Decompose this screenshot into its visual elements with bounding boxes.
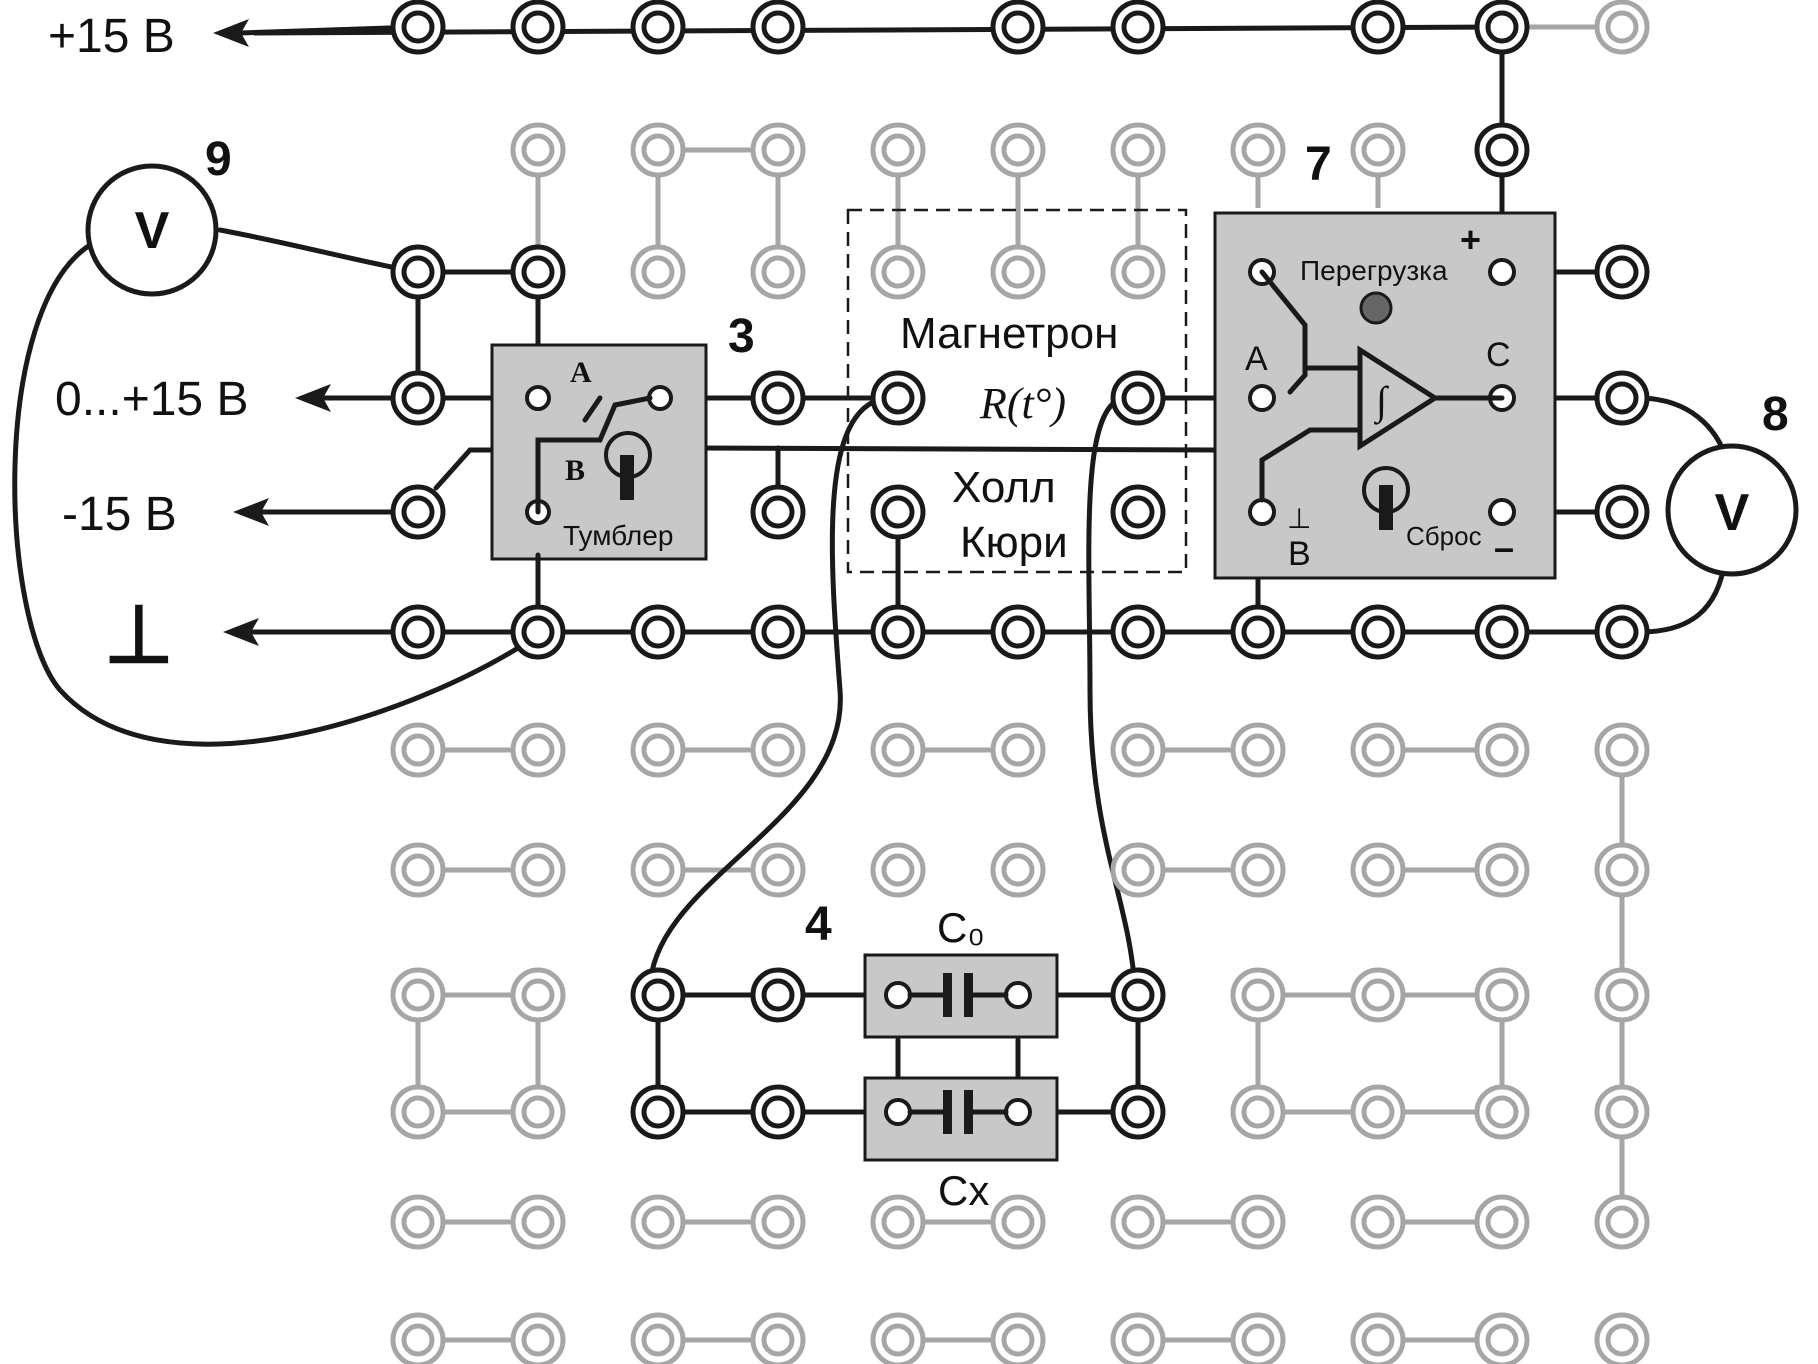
label-hall: Холл	[952, 463, 1056, 512]
integrator-c-label: C	[1486, 336, 1511, 374]
capacitor-module-cx	[863, 1076, 1059, 1162]
label-cap-cx: Cx	[938, 1167, 989, 1214]
integrator-plus-label: +	[1460, 219, 1481, 260]
label-zero15: 0...+15 В	[55, 373, 248, 426]
integrator-triangle-icon	[1357, 345, 1440, 451]
voltmeter-9: V	[85, 163, 219, 297]
voltmeter-icon	[1665, 443, 1799, 577]
integral-sign: ∫	[1373, 378, 1390, 425]
ground-symbol: ⊥	[104, 590, 174, 679]
toggle-name-label: Тумблер	[563, 520, 673, 551]
toggle-contact-b-label: B	[565, 454, 585, 487]
toggle-contact-a-label: A	[570, 356, 592, 389]
voltmeter-9-letter: V	[135, 202, 170, 260]
reset-label: Сброс	[1406, 521, 1482, 551]
capacitor-module-c0	[863, 953, 1059, 1039]
overload-label: Перегрузка	[1300, 255, 1448, 286]
label-curie: Кюри	[960, 518, 1068, 567]
label-num4: 4	[805, 898, 832, 951]
cables	[12, 227, 1728, 993]
toggle-module: A B Тумблер	[490, 343, 708, 635]
capacitor-icon	[943, 1090, 952, 1134]
integrator-a-label: A	[1245, 340, 1268, 378]
capacitor-icon	[943, 973, 952, 1017]
label-magnetron: Магнетрон	[900, 309, 1118, 358]
voltmeter-8: V	[1665, 443, 1799, 577]
integrator-ground-label: ⊥	[1287, 503, 1311, 534]
label-num8: 8	[1762, 388, 1789, 441]
label-num9: 9	[205, 133, 232, 186]
label-num3: 3	[728, 310, 755, 363]
label-cap-c0: C₀	[937, 904, 985, 951]
integrator-minus-label: –	[1494, 527, 1514, 568]
label-plus15: +15 В	[48, 10, 175, 63]
integrator-module: ∫ Перегрузка Сброс A B ⊥ C + –	[1213, 211, 1557, 580]
voltmeter-icon	[85, 163, 219, 297]
label-minus15: -15 В	[62, 488, 177, 541]
integrator-b-label: B	[1288, 535, 1311, 573]
overload-led-icon	[1359, 291, 1393, 325]
label-resistance: R(t°)	[979, 379, 1066, 428]
sensor-panel-border	[846, 208, 1188, 574]
voltmeter-8-letter: V	[1715, 484, 1750, 542]
label-num7: 7	[1305, 138, 1332, 191]
